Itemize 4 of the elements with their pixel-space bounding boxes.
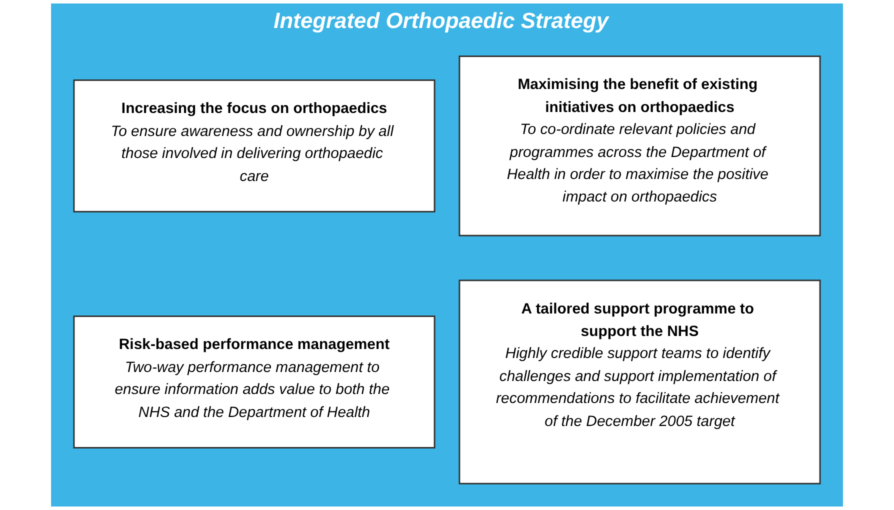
node-box: Risk-based performance management Two-way performance management to ensure information adds value to both the NHS and the Department of Health: [73, 316, 436, 448]
node-box: Increasing the focus on orthopaedics To ensure awareness and ownership by all those involved in delivering orthopaedic care: [73, 79, 436, 212]
node-box: A tailored support programme to support the NHS Highly credible support teams to identify challenges and support implementation of recommendations to facilitate achievement of the December 2005 target: [458, 280, 821, 484]
node-box: Maximising the benefit of existing initiatives on orthopaedics To co-ordinate relevant policies and programmes across the Department of Health in order to maximise the positive impact on orthopaedics: [458, 56, 821, 236]
